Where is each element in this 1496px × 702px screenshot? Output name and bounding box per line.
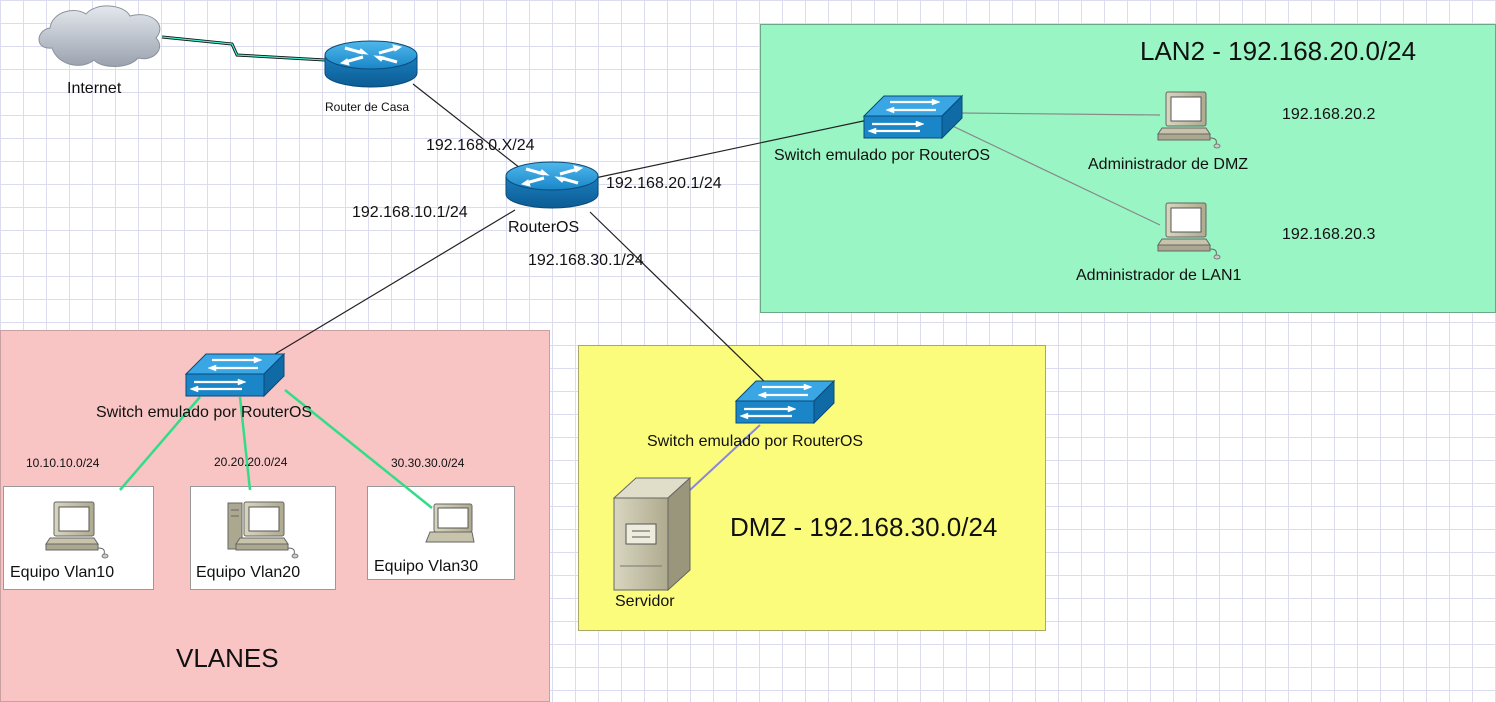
- dmz-gateway-address: 192.168.30.1/24: [528, 252, 644, 269]
- server-label: Servidor: [615, 593, 675, 610]
- dmz-zone-title: DMZ - 192.168.30.0/24: [730, 512, 998, 542]
- vlan10-label: Equipo Vlan10: [10, 564, 115, 581]
- vlan30-link: [284, 389, 433, 509]
- vlan20-pc-icon: [235, 501, 299, 559]
- vlan20-network: 20.20.20.0/24: [214, 455, 288, 469]
- vlan-gateway-address: 192.168.10.1/24: [352, 204, 468, 221]
- lan2-link: [594, 119, 869, 179]
- vlanes-switch-icon: [184, 352, 286, 398]
- home-router-label: Router de Casa: [325, 100, 410, 114]
- server-icon: [612, 476, 692, 592]
- lan1-admin-ip: 192.168.20.3: [1282, 226, 1376, 243]
- lan1-admin-link: [939, 119, 1161, 226]
- vlanes-switch-label: Switch emulado por RouterOS: [96, 404, 313, 421]
- internet-label: Internet: [67, 80, 122, 97]
- vlan20-link: [238, 396, 252, 491]
- lan2-switch-label: Switch emulado por RouterOS: [774, 147, 991, 164]
- lan2-zone-title: LAN2 - 192.168.20.0/24: [1140, 36, 1417, 66]
- home-router-icon: [323, 39, 419, 89]
- routeros-label: RouterOS: [508, 219, 580, 236]
- wan-link: [412, 83, 521, 169]
- dmz-link: [589, 211, 769, 386]
- vlan10-network: 10.10.10.0/24: [26, 456, 100, 470]
- internet-link: [161, 35, 326, 62]
- lan2-gateway-address: 192.168.20.1/24: [606, 175, 722, 192]
- vlan30-label: Equipo Vlan30: [374, 558, 479, 575]
- server-link: [689, 424, 761, 491]
- routeros-router-icon: [504, 160, 600, 210]
- internet-cloud-icon: [38, 5, 161, 67]
- dmz-admin-link: [959, 112, 1161, 116]
- lan2-zone: [760, 24, 1496, 313]
- vlan10-pc-icon: [45, 501, 109, 559]
- dmz-switch-icon: [734, 379, 836, 425]
- vlan10-link: [119, 396, 201, 491]
- dmz-switch-label: Switch emulado por RouterOS: [647, 433, 864, 450]
- dmz-admin-label: Administrador de DMZ: [1088, 156, 1249, 173]
- vlan20-label: Equipo Vlan20: [196, 564, 301, 581]
- dmz-admin-ip: 192.168.20.2: [1282, 106, 1376, 123]
- vlan30-laptop-icon: [425, 503, 475, 543]
- wan-address: 192.168.0.X/24: [426, 137, 535, 154]
- lan2-switch-icon: [862, 94, 964, 140]
- vlan20-desktop-icon: [227, 502, 243, 550]
- vlan-trunk-link: [264, 209, 516, 361]
- dmz-admin-pc-icon: [1157, 91, 1221, 149]
- vlan30-network: 30.30.30.0/24: [391, 456, 465, 470]
- vlanes-zone-title: VLANES: [176, 643, 279, 673]
- lan1-admin-label: Administrador de LAN1: [1076, 267, 1242, 284]
- lan1-admin-pc-icon: [1157, 202, 1221, 260]
